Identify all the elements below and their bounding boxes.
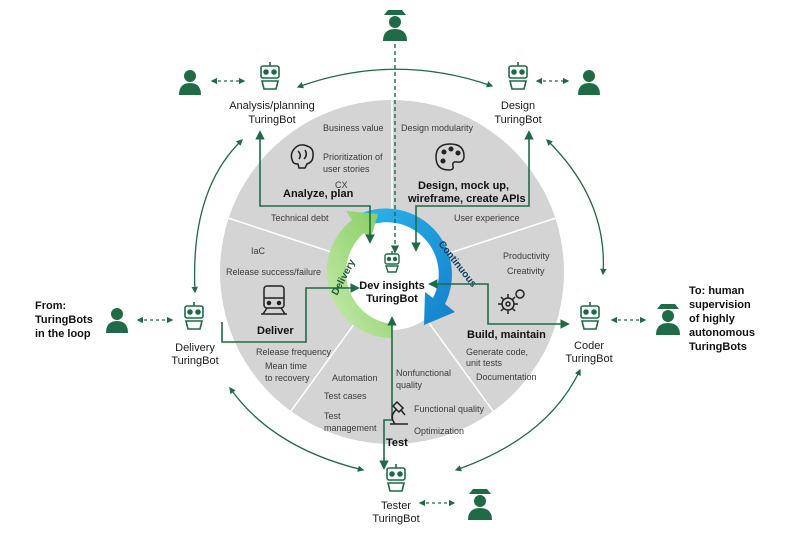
tester-bot-name-2: TuringBot bbox=[372, 513, 419, 525]
design-bot-name-2: TuringBot bbox=[494, 114, 541, 126]
right-note-line1: To: human bbox=[689, 285, 745, 297]
design-bot-robot-icon bbox=[508, 62, 528, 90]
design-item-modularity: Design modularity bbox=[401, 123, 474, 133]
center-title-line2: TuringBot bbox=[366, 293, 418, 305]
tester-bot-robot-icon bbox=[386, 464, 406, 492]
delivery-bot-robot-icon bbox=[184, 302, 204, 330]
coder-bot-robot-icon bbox=[580, 302, 600, 330]
test-stage-title: Test bbox=[386, 437, 408, 449]
brain-icon bbox=[290, 144, 314, 169]
deliver-item-iac: IaC bbox=[251, 246, 266, 256]
build-item-creativity: Creativity bbox=[507, 266, 545, 276]
test-item-test-management-2: management bbox=[324, 423, 377, 433]
coder-bot-name-1: Coder bbox=[574, 340, 604, 352]
delivery-human-person-icon bbox=[106, 308, 128, 333]
test-item-test-management-1: Test bbox=[324, 411, 341, 421]
delivery-bot-name-1: Delivery bbox=[175, 342, 215, 354]
bot-arcs bbox=[191, 68, 607, 472]
design-item-user-experience: User experience bbox=[454, 213, 520, 223]
tester-supervisor-hat-person-icon bbox=[468, 489, 492, 520]
test-item-nonfunctional-2: quality bbox=[396, 380, 423, 390]
analysis-bot-robot-icon bbox=[260, 62, 280, 90]
human-links bbox=[136, 77, 647, 507]
test-item-functional-quality: Functional quality bbox=[414, 404, 485, 414]
build-item-documentation: Documentation bbox=[476, 372, 537, 382]
coder-bot-name-2: TuringBot bbox=[565, 353, 612, 365]
deliver-item-mttr-1: Mean time bbox=[265, 361, 307, 371]
coder-supervisor-hat-person-icon bbox=[656, 304, 680, 335]
microscope-icon bbox=[390, 400, 408, 425]
tester-bot-name-1: Tester bbox=[381, 500, 411, 512]
palette-icon bbox=[435, 143, 465, 171]
left-note-line1: From: bbox=[35, 300, 66, 312]
stage-connectors bbox=[221, 130, 570, 470]
test-item-nonfunctional-1: Nonfunctional bbox=[396, 368, 451, 378]
analysis-human-person-icon bbox=[179, 70, 201, 95]
analyze-stage-title: Analyze, plan bbox=[283, 188, 354, 200]
right-note-line3: of highly bbox=[689, 313, 736, 325]
build-item-productivity: Productivity bbox=[503, 251, 550, 261]
test-item-automation: Automation bbox=[332, 373, 378, 383]
right-note-line4: autonomous bbox=[689, 327, 755, 339]
deliver-item-mttr-2: to recovery bbox=[265, 373, 310, 383]
delivery-bot-name-2: TuringBot bbox=[171, 355, 218, 367]
analyze-item-technical-debt: Technical debt bbox=[271, 213, 329, 223]
build-item-generate-code-1: Generate code, bbox=[466, 347, 528, 357]
test-item-optimization: Optimization bbox=[414, 426, 464, 436]
train-icon bbox=[261, 285, 287, 315]
analyze-item-business-value: Business value bbox=[323, 123, 384, 133]
design-bot-name-1: Design bbox=[501, 100, 535, 112]
analyze-item-prioritization-2: user stories bbox=[323, 164, 370, 174]
deliver-item-release-frequency: Release frequency bbox=[256, 347, 332, 357]
right-note-line2: supervision bbox=[689, 299, 751, 311]
analyze-item-prioritization-1: Prioritization of bbox=[323, 152, 383, 162]
analyze-item-cx: CX bbox=[335, 180, 348, 190]
right-note-line5: TuringBots bbox=[689, 341, 747, 353]
design-stage-title-2: wireframe, create APIs bbox=[407, 193, 526, 205]
deliver-stage-title: Deliver bbox=[257, 325, 294, 337]
left-note-line2: TuringBots bbox=[35, 314, 93, 326]
test-item-test-cases: Test cases bbox=[324, 391, 367, 401]
analysis-bot-name-2: TuringBot bbox=[248, 114, 295, 126]
deliver-item-release-success: Release success/failure bbox=[226, 267, 321, 277]
design-human-person-icon bbox=[578, 70, 600, 95]
analysis-bot-name-1: Analysis/planning bbox=[229, 100, 315, 112]
top-supervisor-hat-person-icon bbox=[383, 10, 407, 41]
build-item-generate-code-2: unit tests bbox=[466, 358, 503, 368]
build-stage-title: Build, maintain bbox=[467, 329, 546, 341]
design-stage-title-1: Design, mock up, bbox=[418, 180, 509, 192]
left-note-line3: in the loop bbox=[35, 328, 91, 340]
gears-icon bbox=[498, 289, 525, 314]
center-title-line1: Dev insights bbox=[359, 280, 424, 292]
